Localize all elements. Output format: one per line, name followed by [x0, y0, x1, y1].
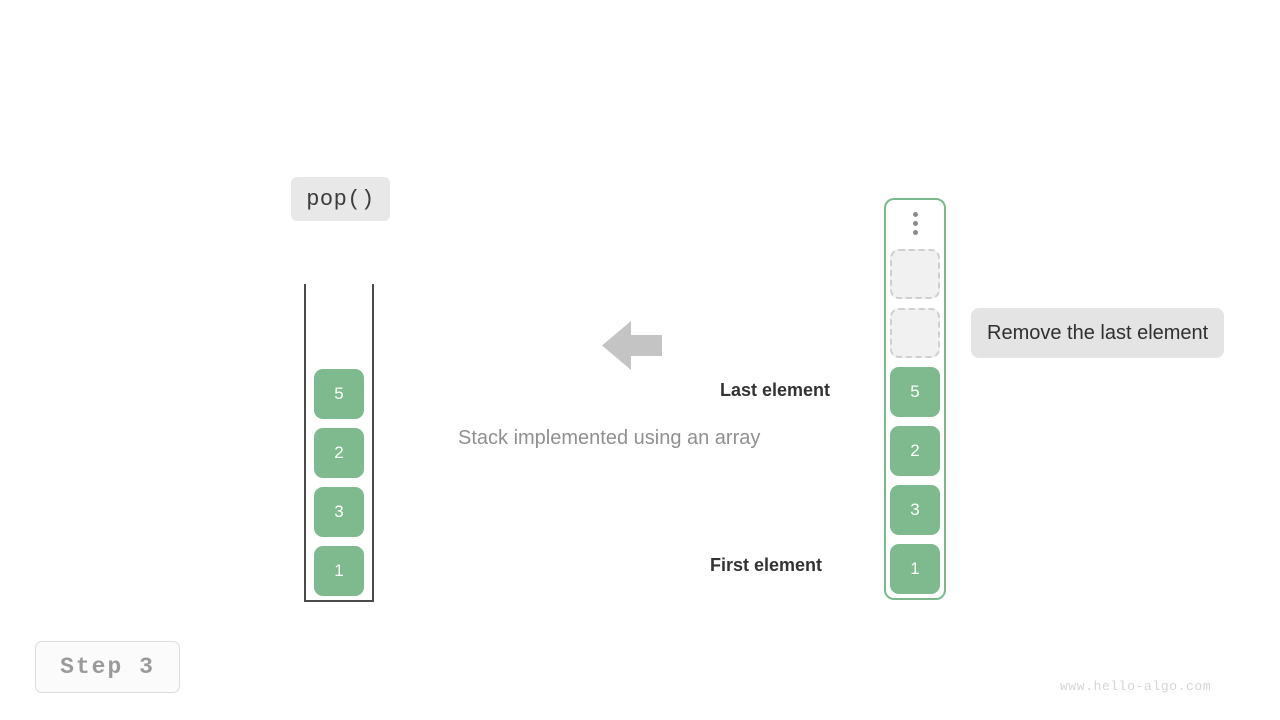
conceptual-stack-container: 5 2 3 1: [304, 284, 374, 602]
center-caption: Stack implemented using an array: [458, 427, 761, 449]
array-stack-cell: 3: [890, 485, 940, 535]
operation-chip: pop(): [291, 177, 390, 221]
array-stack-empty-slot: [890, 308, 940, 358]
step-label: Step 3: [60, 654, 155, 680]
conceptual-stack-cells: 5 2 3 1: [306, 369, 372, 596]
operation-label: pop(): [306, 186, 375, 212]
ellipsis-dot: [912, 230, 918, 235]
conceptual-stack-cell: 3: [314, 487, 364, 537]
array-stack-cell: 1: [890, 544, 940, 594]
ellipsis-dot: [912, 212, 918, 217]
first-element-label: First element: [710, 555, 823, 575]
array-stack-cell: 5: [890, 367, 940, 417]
array-stack-empty-slot: [890, 249, 940, 299]
arrow-left-icon: [602, 321, 662, 370]
array-stack-cells: 5 2 3 1: [886, 249, 944, 594]
conceptual-stack-cell: 5: [314, 369, 364, 419]
annotation-chip: Remove the last element: [971, 308, 1225, 358]
conceptual-stack-cell: 2: [314, 428, 364, 478]
last-element-label: Last element: [720, 380, 831, 400]
vertical-ellipsis-icon: [886, 212, 944, 235]
array-stack-cell: 2: [890, 426, 940, 476]
conceptual-stack-cell: 1: [314, 546, 364, 596]
watermark: www.hello-algo.com: [1060, 679, 1212, 694]
annotation-label: Remove the last element: [987, 321, 1209, 344]
array-stack-container: 5 2 3 1: [884, 198, 946, 600]
step-chip: Step 3: [35, 641, 180, 693]
ellipsis-dot: [912, 221, 918, 226]
